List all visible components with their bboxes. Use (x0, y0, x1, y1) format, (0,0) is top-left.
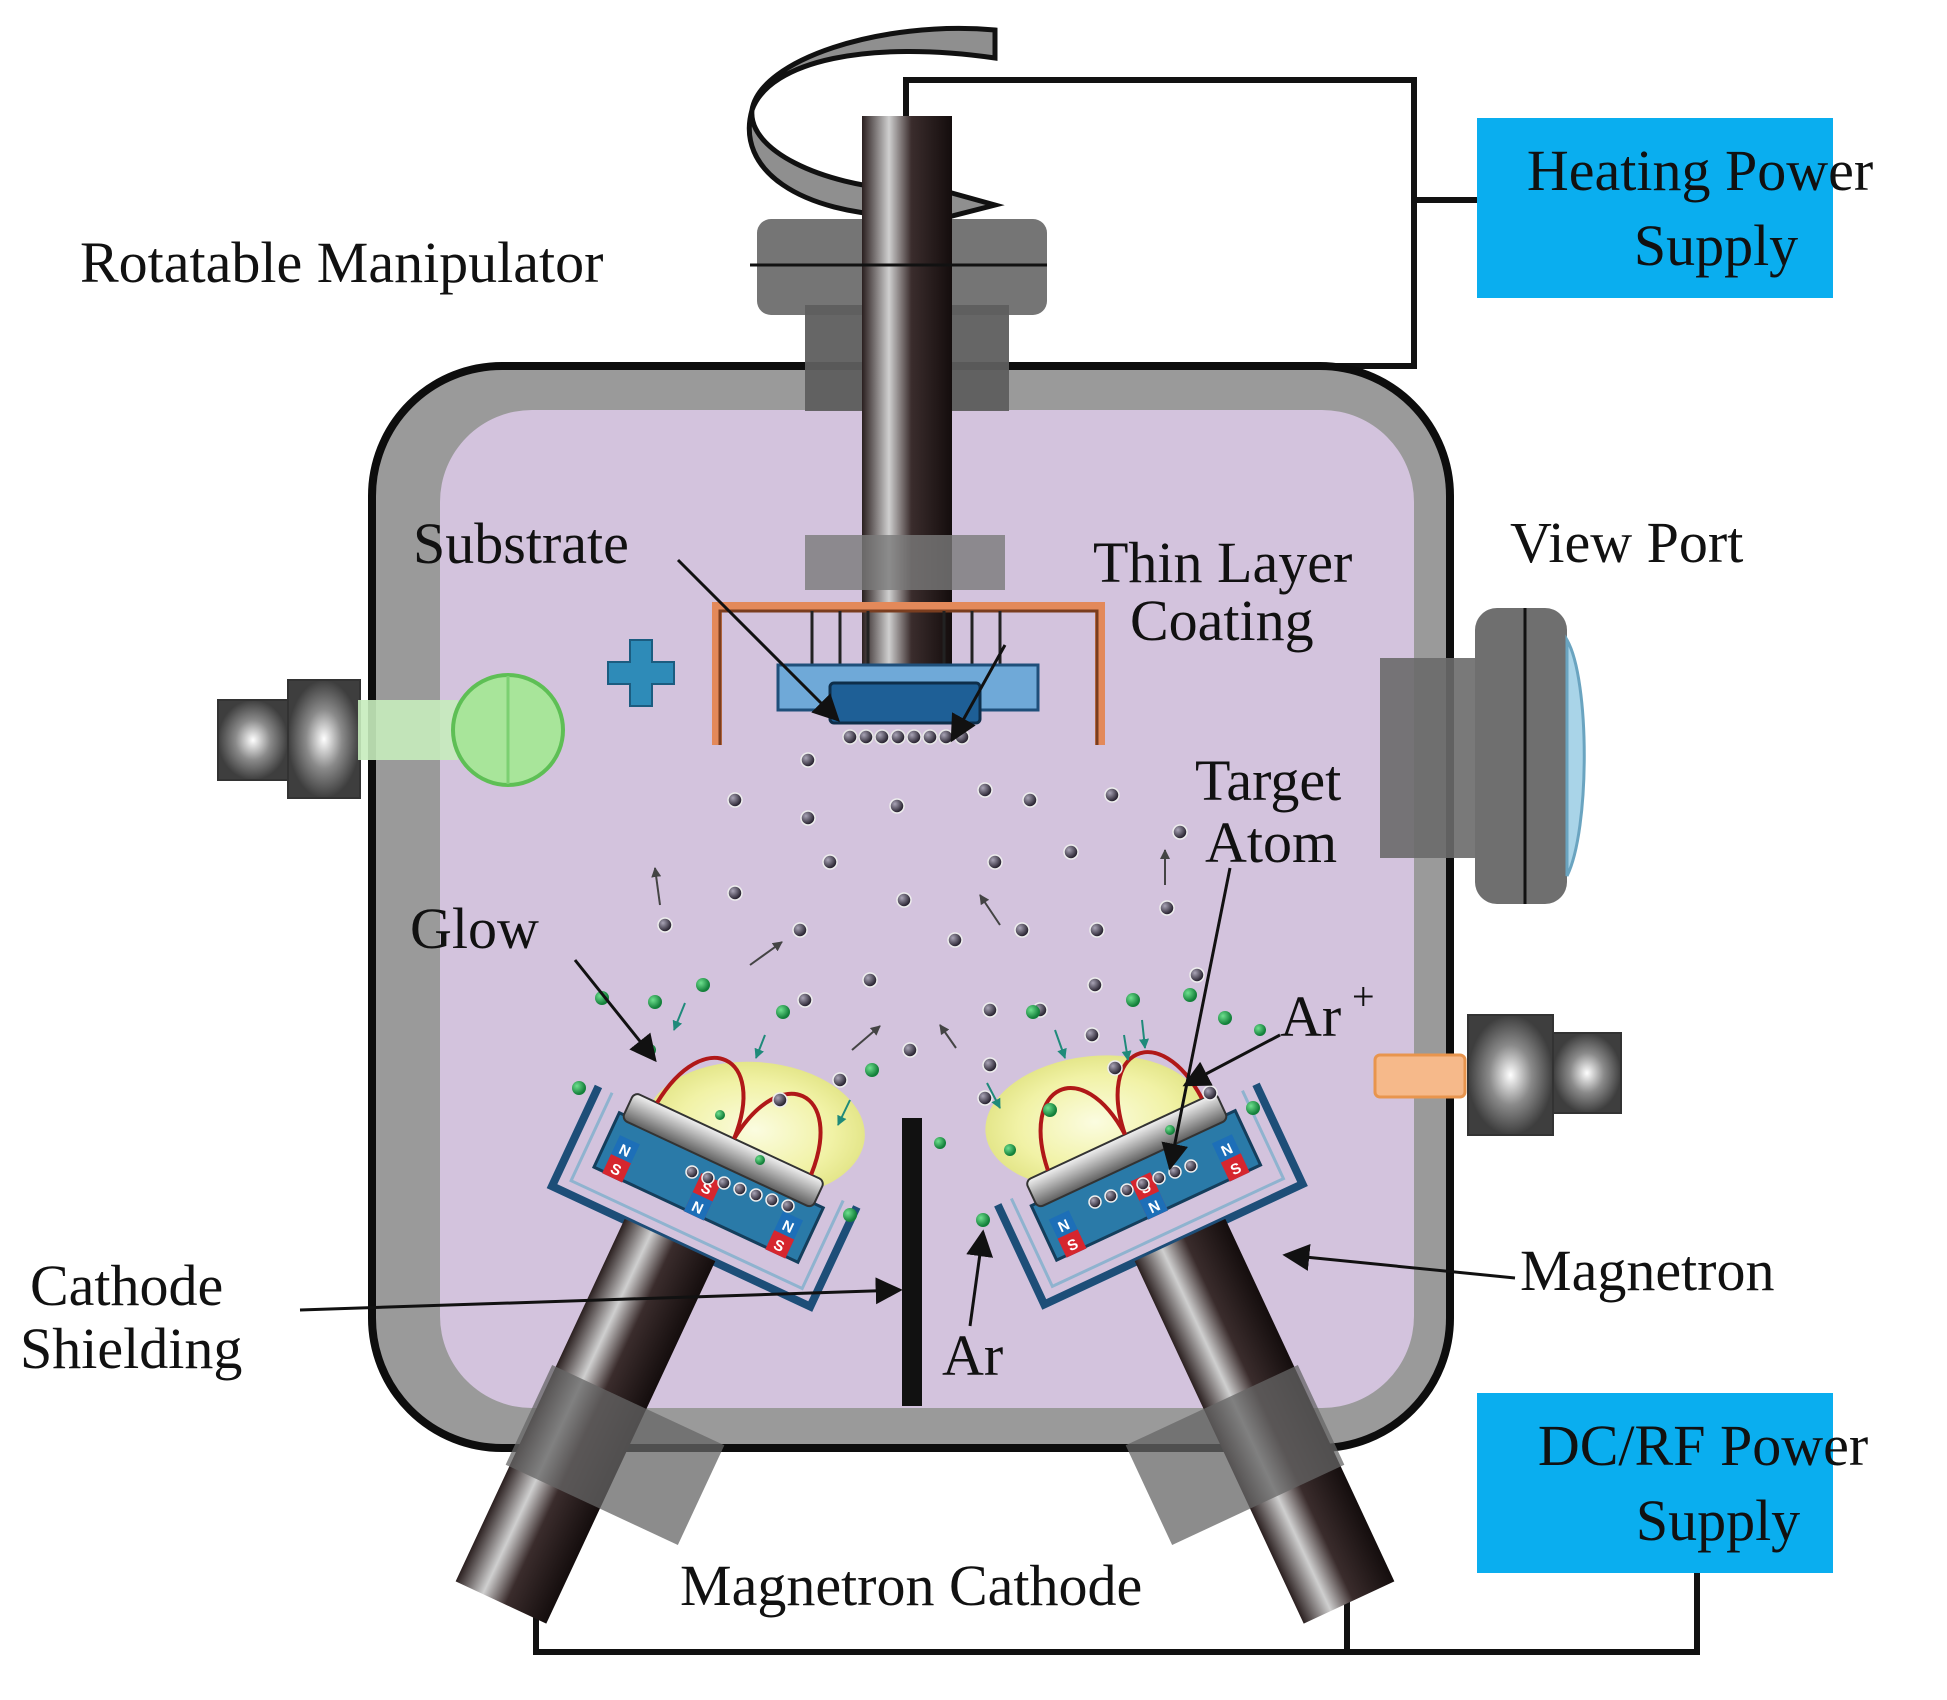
thin-layer-arrow (950, 644, 1007, 743)
target-atom-label-1: Target (1195, 748, 1341, 813)
ar-plus-label: Ar (1280, 984, 1341, 1049)
dcrf-power-supply: DC/RF Power Supply (1477, 1393, 1868, 1573)
cathode-shielding-label-2: Shielding (20, 1316, 242, 1381)
heating-supply-label-1: Heating Power (1527, 138, 1873, 203)
target-left (622, 1093, 824, 1208)
ar-arrow (966, 1229, 994, 1327)
cathode-shielding (902, 1118, 922, 1406)
magnetron-right: N S S N N S (994, 1050, 1308, 1310)
target-right (1026, 1093, 1228, 1208)
positive-polarity-icon (607, 639, 675, 707)
magnetron-cathode-label: Magnetron Cathode (680, 1553, 1142, 1618)
magnetron-label: Magnetron (1520, 1238, 1775, 1303)
substrate-label: Substrate (413, 511, 629, 576)
thin-layer-label-2: Coating (1130, 588, 1314, 653)
rotatable-manipulator-label: Rotatable Manipulator (80, 230, 603, 295)
cathode-flange-right (1125, 1365, 1345, 1545)
cathode-shielding-label-1: Cathode (30, 1253, 223, 1318)
magnetron-arrow (1282, 1243, 1516, 1280)
magnetron-left: N S S N N S (546, 1056, 861, 1312)
view-port-label: View Port (1510, 510, 1743, 575)
heating-power-supply: Heating Power Supply (1477, 118, 1873, 298)
dcrf-supply-label-2: Supply (1636, 1488, 1800, 1553)
substrate (828, 681, 982, 725)
shaft-collar (805, 535, 1005, 590)
substrate-arrow (676, 558, 840, 722)
ar-label: Ar (942, 1323, 1003, 1388)
annotation-arrows (299, 558, 1516, 1327)
view-port (1380, 608, 1586, 904)
ar-plus-arrow (1182, 1033, 1281, 1087)
glow-arrow (573, 959, 657, 1063)
cathode-flange-left (505, 1365, 725, 1545)
dcrf-supply-label-1: DC/RF Power (1538, 1413, 1868, 1478)
glow-label: Glow (410, 896, 539, 961)
target-atoms (657, 752, 1218, 1213)
rotatable-manipulator (746, 25, 1047, 682)
pressure-gauge-port (1373, 1014, 1622, 1136)
target-atom-arrow (1161, 867, 1232, 1171)
thin-layer-label-1: Thin Layer (1093, 530, 1352, 595)
ar-plus-superscript: + (1352, 974, 1375, 1019)
ion-motion-arrows (672, 1002, 1150, 1126)
manipulator-shaft (862, 116, 952, 682)
atom-motion-arrows (651, 849, 1170, 1051)
target-atom-label-2: Atom (1205, 810, 1337, 875)
heating-supply-label-2: Supply (1634, 213, 1798, 278)
cathode-shielding-arrow (299, 1277, 903, 1312)
light-source-port (217, 673, 565, 799)
